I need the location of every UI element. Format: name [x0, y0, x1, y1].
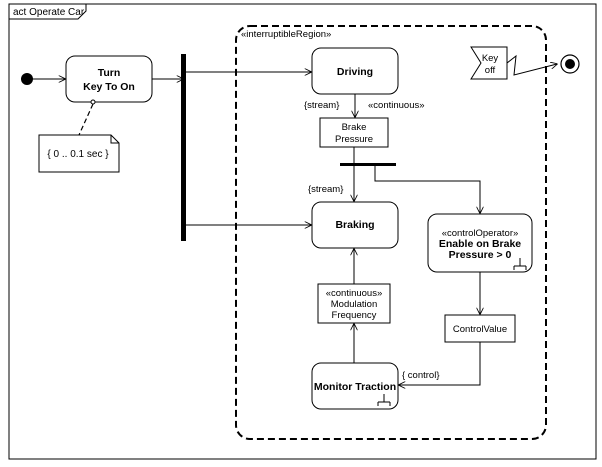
- interrupting-edge: [506, 54, 557, 76]
- timing-note: [38, 134, 120, 173]
- action-monitor-traction[interactable]: [311, 362, 399, 410]
- interruptible-region: [235, 25, 547, 440]
- initial-node: [21, 73, 33, 85]
- enable-rake-icon: [513, 258, 527, 270]
- enable-line1: Enable on Brake: [439, 238, 521, 250]
- frame-title: act Operate Car: [13, 7, 85, 18]
- brake-pressure-line2: Pressure: [335, 134, 373, 145]
- brake-pressure-line1: Brake: [342, 122, 367, 133]
- frame-title-tab: [9, 4, 87, 20]
- key-off-line1: Key: [482, 53, 499, 64]
- turn-key-label-line1: Turn: [98, 67, 121, 79]
- edge-fork2-to-enable: [374, 166, 480, 213]
- edge-controlvalue-to-monitor: [399, 342, 481, 385]
- activity-frame: [8, 3, 597, 460]
- fork-bar-2: [340, 163, 396, 166]
- enable-stereotype: «controlOperator»: [442, 228, 519, 239]
- note-connector: [78, 103, 94, 136]
- turn-key-label-line2: Key To On: [83, 81, 135, 93]
- driving-label: Driving: [337, 66, 373, 78]
- timing-note-text: { 0 .. 0.1 sec }: [47, 149, 109, 160]
- key-off-line2: off: [485, 65, 496, 76]
- monitor-traction-label: Monitor Traction: [314, 381, 396, 393]
- braking-label: Braking: [335, 219, 374, 231]
- edge-label-continuous: «continuous»: [368, 100, 425, 111]
- signal-key-off[interactable]: [470, 46, 508, 80]
- region-stereotype: «interruptibleRegion»: [241, 29, 331, 40]
- edge-label-stream-1: {stream}: [304, 100, 339, 111]
- timing-anchor: [90, 99, 96, 105]
- modulation-line1: «continuous»: [326, 288, 383, 299]
- monitor-rake-icon: [377, 394, 391, 406]
- object-brake-pressure[interactable]: [319, 117, 389, 148]
- action-turn-key-to-on[interactable]: [65, 55, 153, 103]
- enable-line2: Pressure > 0: [449, 249, 512, 261]
- modulation-line2: Modulation: [331, 299, 377, 310]
- control-value-label: ControlValue: [453, 324, 507, 335]
- fork-bar: [181, 54, 186, 241]
- modulation-line3: Frequency: [332, 310, 377, 321]
- action-braking[interactable]: [311, 201, 399, 249]
- edge-label-control: { control}: [402, 370, 440, 381]
- activity-final-node-core: [565, 59, 575, 69]
- edge-label-stream-2: {stream}: [308, 184, 343, 195]
